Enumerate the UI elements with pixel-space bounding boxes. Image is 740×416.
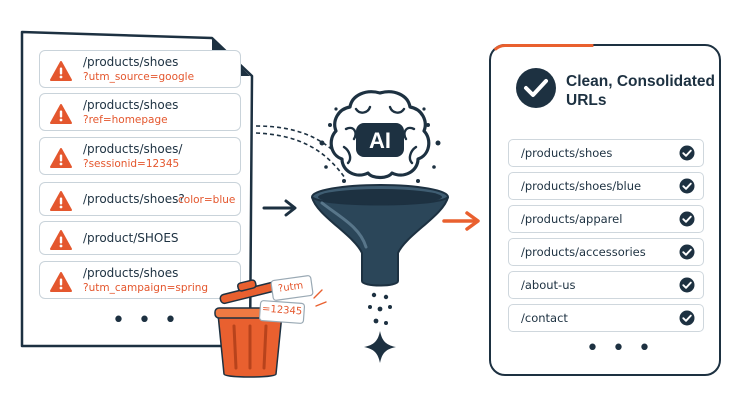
dirty-url-card: /products/shoes/ ?sessionid=12345: [39, 137, 241, 175]
dirty-url-path: /products/shoes: [83, 55, 179, 69]
dirty-url-param: ?utm_campaign=spring: [83, 282, 209, 294]
arrow-right-icon: [442, 211, 480, 231]
clean-url-label: /products/shoes: [521, 146, 613, 160]
more-clean-dots: • • •: [586, 336, 654, 361]
sparkle-icon: [364, 331, 396, 363]
dirty-url-path: /products/shoes: [83, 98, 179, 112]
dirty-url-param: ?sessionid=12345: [83, 158, 180, 170]
dirty-url-path: /product/SHOES: [83, 231, 179, 245]
warning-triangle-icon: [50, 104, 72, 124]
warning-triangle-icon: [50, 61, 72, 81]
panel-title: Clean, Consolidated URLs: [566, 73, 715, 109]
clean-url-row: /contact: [508, 304, 704, 332]
clean-url-row: /products/apparel: [508, 205, 704, 233]
clean-url-label: /products/accessories: [521, 245, 646, 259]
funnel-icon: [311, 184, 449, 287]
warning-triangle-icon: [50, 191, 72, 211]
dirty-url-path: /products/shoes: [83, 266, 179, 280]
dirty-url-path: /products/shoes?: [83, 192, 185, 206]
check-circle-icon: [679, 211, 695, 227]
clean-url-row: /products/shoes: [508, 139, 704, 167]
arrow-right-icon: [262, 199, 297, 217]
dirty-url-param: color=blue: [178, 194, 236, 206]
warning-triangle-icon: [50, 148, 72, 168]
clean-url-label: /products/shoes/blue: [521, 179, 642, 193]
brain-icon: [329, 90, 431, 180]
check-circle-icon: [679, 277, 695, 293]
warning-triangle-icon: [50, 230, 72, 250]
dirty-url-card: /products/shoes?color=blue: [39, 182, 241, 216]
dirty-url-card: /products/shoes ?utm_campaign=spring: [39, 261, 241, 299]
clean-url-label: /products/apparel: [521, 212, 623, 226]
warning-triangle-icon: [50, 272, 72, 292]
check-circle-icon: [679, 178, 695, 194]
clean-url-row: /products/shoes/blue: [508, 172, 704, 200]
check-circle-icon: [679, 244, 695, 260]
clean-url-row: /products/accessories: [508, 238, 704, 266]
dirty-url-card: /product/SHOES: [39, 221, 241, 255]
check-circle-icon: [516, 68, 556, 108]
check-circle-icon: [679, 310, 695, 326]
trash-can-icon: [214, 275, 327, 378]
dirty-url-param: ?ref=homepage: [83, 114, 168, 126]
ai-label: AI: [369, 128, 391, 153]
more-items-dots: • • •: [112, 308, 180, 333]
clean-url-label: /about-us: [521, 278, 576, 292]
check-circle-icon: [679, 145, 695, 161]
clean-url-row: /about-us: [508, 271, 704, 299]
clean-url-label: /contact: [521, 311, 568, 325]
dirty-url-card: /products/shoes ?ref=homepage: [39, 93, 241, 131]
dirty-url-param: ?utm_source=google: [83, 71, 195, 83]
ai-funnel-group: [311, 90, 449, 363]
dirty-url-path: /products/shoes/: [83, 142, 183, 156]
dirty-url-card: /products/shoes ?utm_source=google: [39, 50, 241, 88]
